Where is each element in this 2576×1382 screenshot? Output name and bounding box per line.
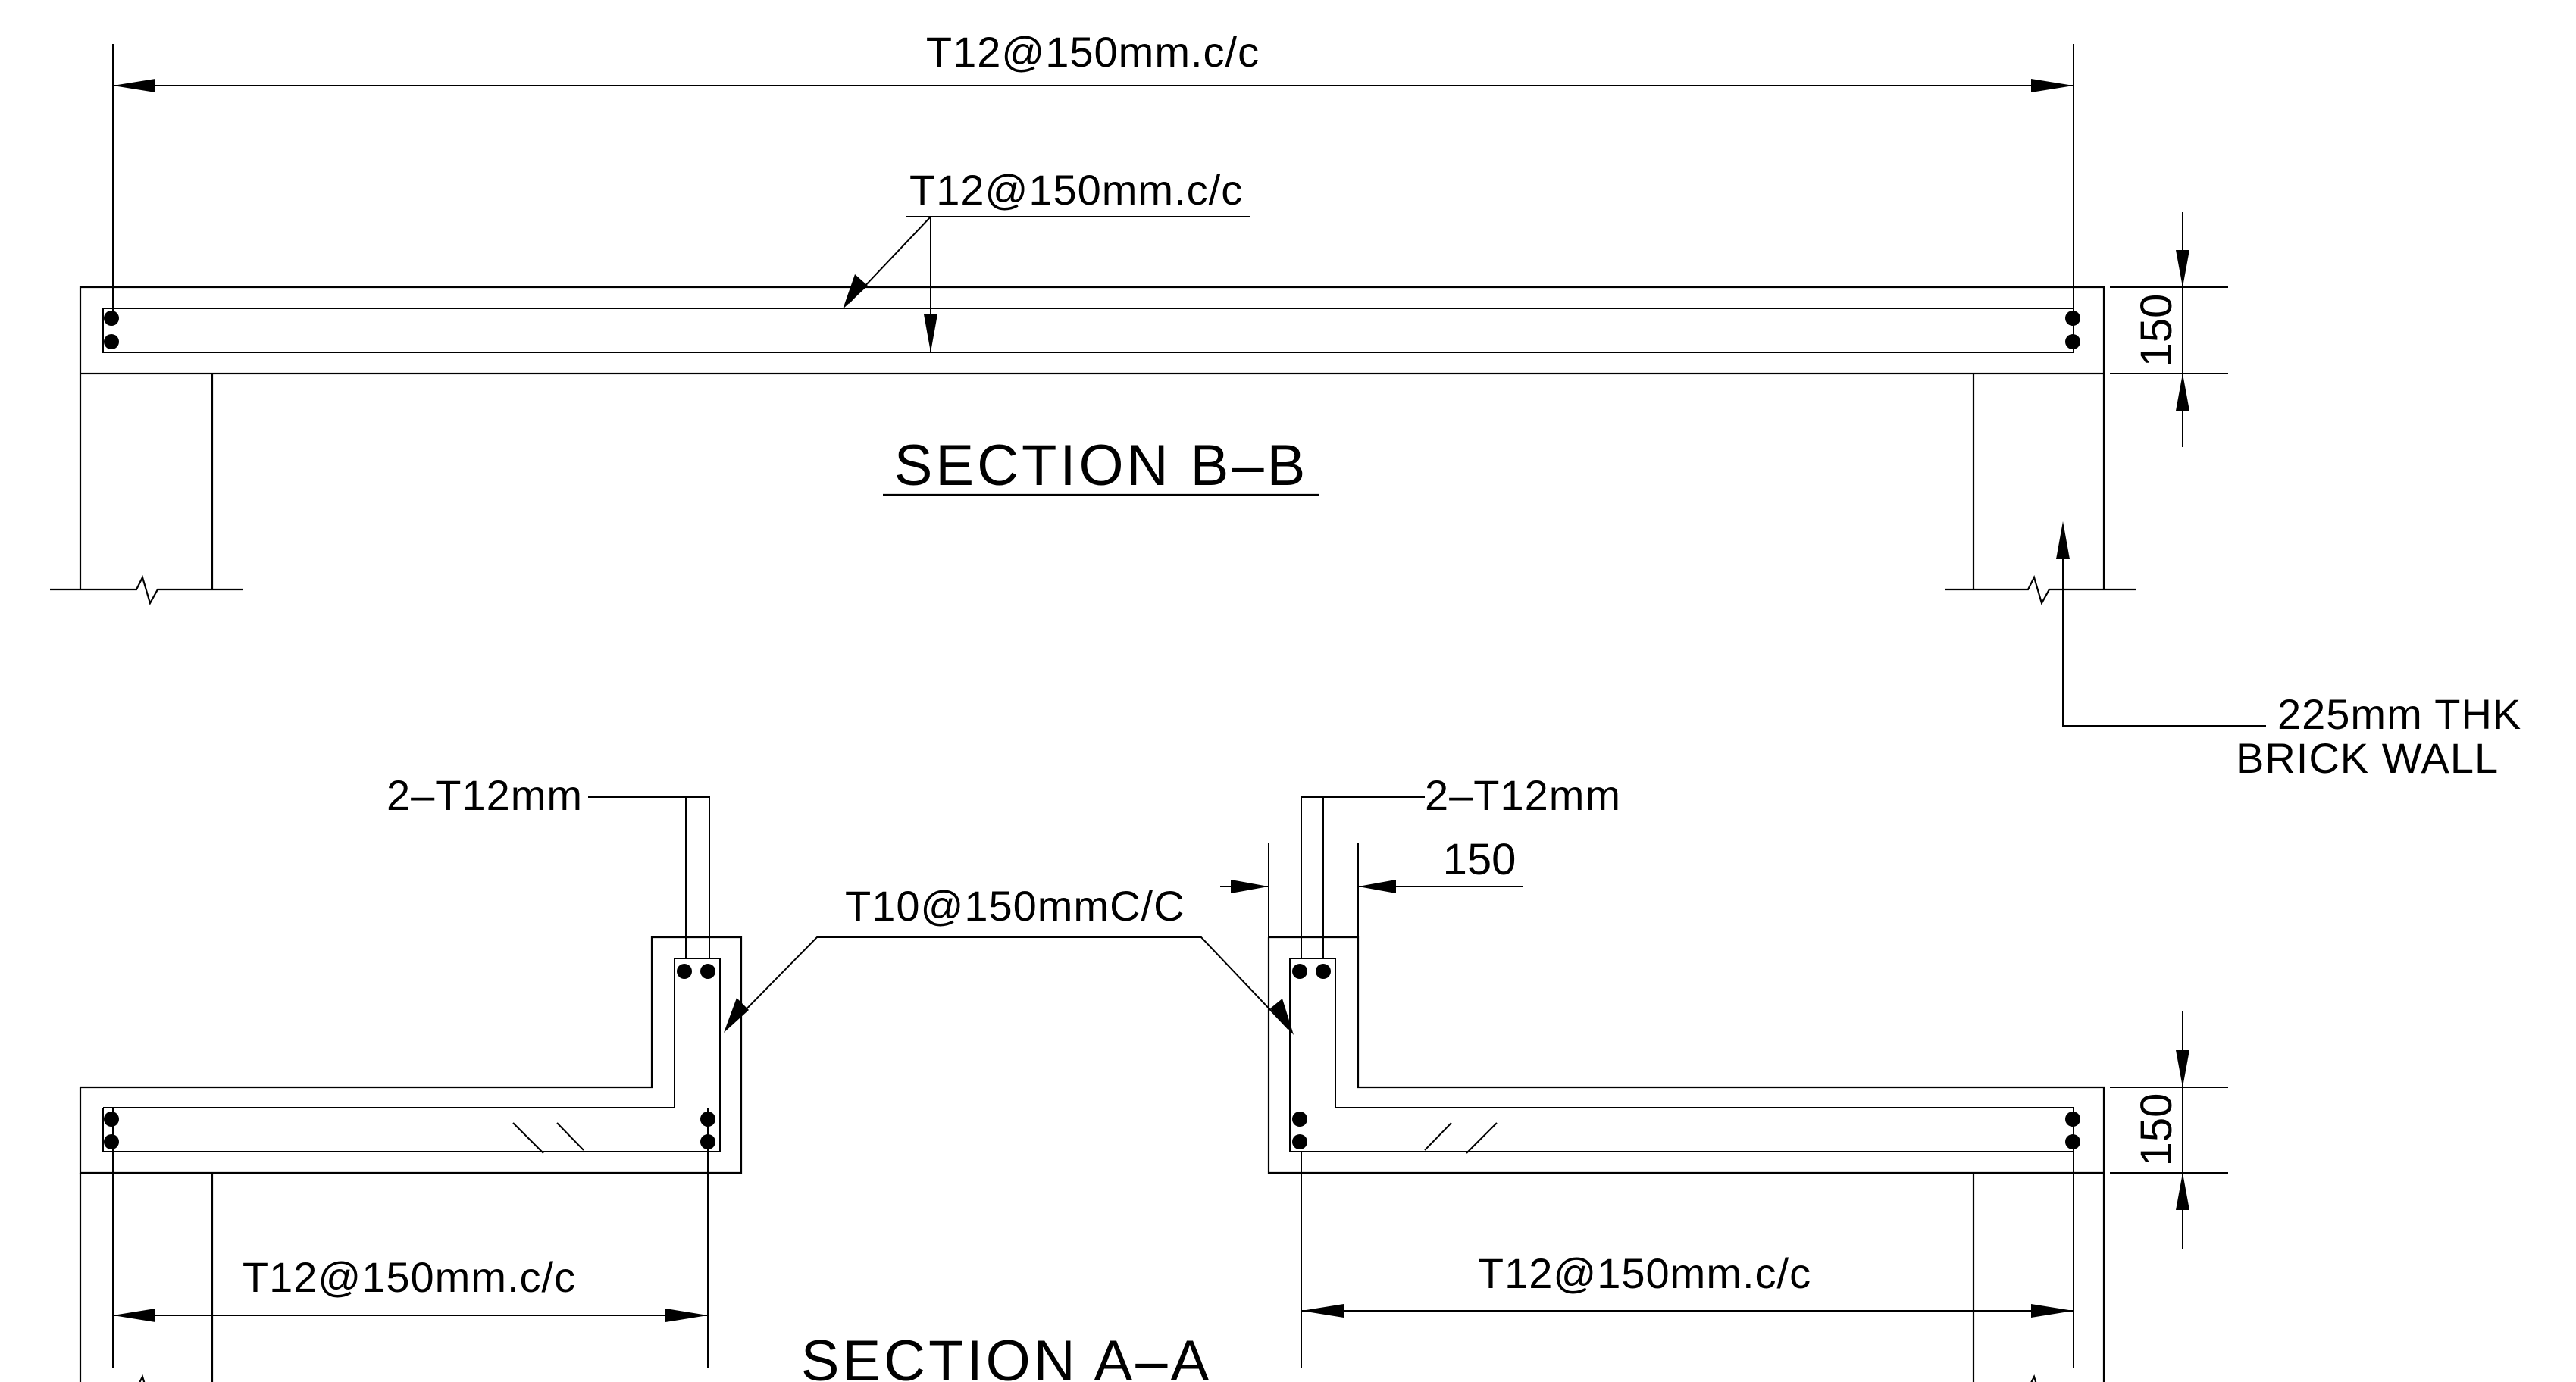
section-a-rebar-dot bbox=[2065, 1134, 2080, 1149]
section-a-rebar-dot bbox=[700, 964, 715, 979]
section-a-left-bars-label: 2–T12mm bbox=[387, 771, 583, 819]
arrow-head bbox=[1231, 880, 1269, 893]
section-b-rebar-dot bbox=[2065, 334, 2080, 349]
section-a-title: SECTION A–A bbox=[801, 1329, 1212, 1382]
section-a-a-left: 2–T12mm T12@150mm.c/c bbox=[79, 771, 743, 1382]
section-a-rebar-dot bbox=[1316, 964, 1331, 979]
section-b-thickness-label: 150 bbox=[2132, 294, 2181, 367]
section-a-left-rebar bbox=[102, 958, 721, 1152]
section-a-rebar-dot bbox=[2065, 1112, 2080, 1127]
section-a-rebar-dot bbox=[677, 964, 692, 979]
section-a-rebar-dot bbox=[1292, 964, 1307, 979]
section-a-hatch bbox=[512, 1122, 544, 1154]
section-a-right-rebar bbox=[1289, 958, 2074, 1152]
section-b-rebar-outline bbox=[102, 308, 2074, 353]
arrow-head bbox=[2031, 1304, 2074, 1318]
section-a-rebar-dot bbox=[1292, 1134, 1307, 1149]
arrow-head bbox=[2031, 79, 2074, 92]
arrow-head bbox=[113, 1309, 155, 1322]
section-b-b: T12@150mm.c/c T12@150mm.c/c 150 225mm TH… bbox=[50, 28, 2521, 782]
arrow-head bbox=[2056, 521, 2070, 559]
section-a-hatch bbox=[1466, 1122, 1498, 1154]
arrow-head bbox=[2176, 1050, 2189, 1087]
section-a-right-bottom-label: T12@150mm.c/c bbox=[1478, 1249, 1811, 1297]
section-a-thickness-label: 150 bbox=[2132, 1093, 2181, 1167]
section-a-left-break-line bbox=[139, 1374, 146, 1382]
section-a-rebar-dot bbox=[104, 1112, 119, 1127]
arrow-head bbox=[1301, 1304, 1344, 1318]
section-a-rebar-dot bbox=[104, 1134, 119, 1149]
section-a-hatch bbox=[556, 1122, 584, 1151]
section-a-a-shared: T10@150mmC/C SECTION A–A bbox=[724, 882, 1294, 1382]
arrow-head bbox=[2176, 250, 2189, 287]
section-b-title: SECTION B–B bbox=[894, 433, 1309, 498]
arrow-head bbox=[924, 314, 937, 352]
section-b-rebar-dot bbox=[2065, 311, 2080, 326]
section-b-left-break-line bbox=[50, 575, 243, 605]
section-b-slab-outline bbox=[79, 286, 2105, 375]
section-a-width-label: 150 bbox=[1443, 835, 1516, 884]
section-b-wall-label-line2: BRICK WALL bbox=[2236, 734, 2499, 782]
section-a-right-bars-label: 2–T12mm bbox=[1425, 771, 1621, 819]
arrow-head bbox=[843, 274, 868, 309]
arrow-head bbox=[2176, 1173, 2189, 1210]
section-b-slab-bar-label: T12@150mm.c/c bbox=[909, 166, 1243, 214]
section-a-a-right: 2–T12mm 150 150 T12@150mm.c/c bbox=[1220, 771, 2228, 1382]
arrow-head bbox=[665, 1309, 708, 1322]
section-b-rebar-dot bbox=[104, 311, 119, 326]
section-b-rebar-dot bbox=[104, 334, 119, 349]
section-a-left-bottom-label: T12@150mm.c/c bbox=[243, 1253, 576, 1301]
arrow-head bbox=[1358, 880, 1396, 893]
arrow-head bbox=[2176, 374, 2189, 411]
section-a-stirrup-leader-left bbox=[728, 936, 1190, 1027]
arrow-head bbox=[113, 79, 155, 92]
section-a-left-outline bbox=[79, 936, 743, 1174]
section-a-stirrup-leader-right bbox=[1190, 936, 1289, 1030]
section-a-rebar-dot bbox=[1292, 1112, 1307, 1127]
arrow-head bbox=[724, 998, 749, 1033]
section-a-right-outline bbox=[1267, 936, 2105, 1174]
section-b-wall-leader bbox=[2062, 530, 2266, 727]
section-a-left-bars-leader bbox=[588, 796, 710, 958]
section-a-right-bars-leader bbox=[1301, 796, 1425, 958]
section-b-wall-label-line1: 225mm THK bbox=[2277, 690, 2521, 738]
arrow-head bbox=[1270, 999, 1294, 1035]
section-b-top-bar-label: T12@150mm.c/c bbox=[926, 28, 1260, 76]
section-a-hatch bbox=[1424, 1122, 1452, 1151]
section-a-stirrup-label: T10@150mmC/C bbox=[845, 882, 1185, 930]
